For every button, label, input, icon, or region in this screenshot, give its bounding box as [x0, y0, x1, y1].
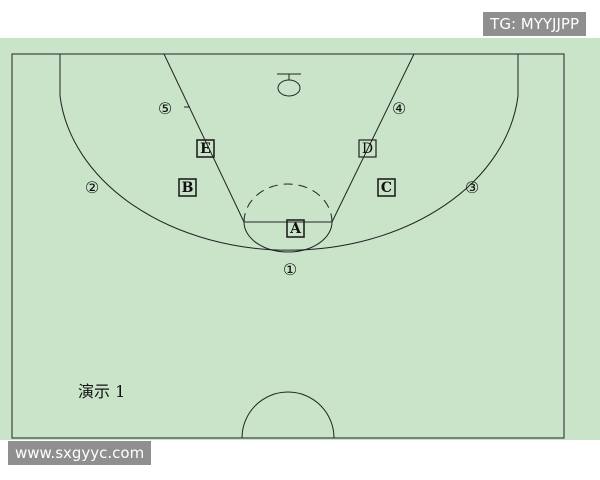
diagram-caption: 演示 1	[78, 382, 126, 401]
player-D: D	[358, 139, 377, 158]
player-5: ⑤	[158, 99, 172, 118]
player-D-label: D	[362, 141, 373, 157]
player-1: ①	[283, 260, 297, 279]
lane-line-left	[163, 53, 245, 223]
lane-line-right	[331, 53, 415, 223]
court-boundary	[11, 53, 565, 439]
player-B-label: B	[182, 180, 194, 196]
half-court-diagram: A B C D E ① ② ③ ④ ⑤	[11, 53, 565, 439]
court-background: A B C D E ① ② ③ ④ ⑤	[0, 38, 600, 440]
player-A-label: A	[289, 221, 302, 237]
hoop	[277, 79, 301, 97]
three-point-line	[59, 54, 519, 251]
watermark-top: TG: MYYJJPP	[483, 12, 586, 36]
player-B: B	[178, 178, 197, 197]
player-E: E	[196, 139, 215, 158]
player-A: A	[286, 219, 305, 238]
player-E-label: E	[200, 141, 211, 157]
player-4: ④	[392, 99, 406, 118]
player-C-label: C	[381, 180, 392, 196]
free-throw-circle-solid	[243, 221, 333, 253]
free-throw-circle-dashed	[243, 183, 333, 223]
player-C: C	[377, 178, 396, 197]
player-2: ②	[85, 178, 99, 197]
center-circle	[241, 391, 335, 439]
watermark-bottom: www.sxgyyc.com	[8, 441, 152, 465]
player-3: ③	[465, 178, 479, 197]
